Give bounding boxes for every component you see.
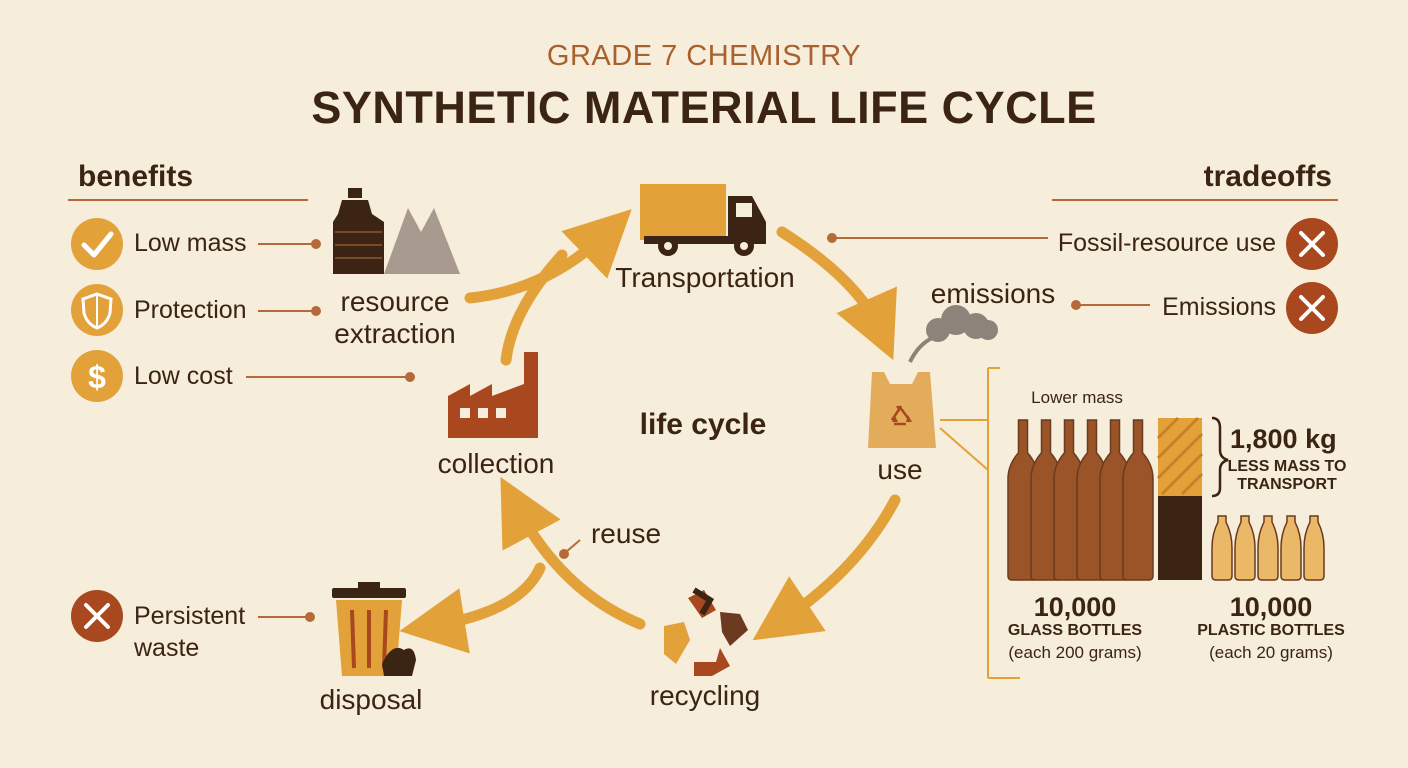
benefits-heading: benefits xyxy=(78,160,194,193)
page-title: SYNTHETIC MATERIAL LIFE CYCLE xyxy=(311,82,1097,133)
tradeoff-fossil-resource-use: Fossil-resource use xyxy=(1057,229,1276,257)
tradeoff-persistent-waste-line1: Persistent xyxy=(134,602,246,630)
svg-text:$: $ xyxy=(88,359,106,395)
reuse-label: reuse xyxy=(590,518,662,549)
page-subtitle: GRADE 7 CHEMISTRY xyxy=(546,40,862,72)
glass-bottle xyxy=(1122,419,1154,581)
tradeoff-emissions: Emissions xyxy=(1162,293,1276,321)
stage-resource-extraction-line2: extraction xyxy=(334,318,456,349)
glass-count: 10,000 xyxy=(1033,592,1117,622)
glass-bottles-note: (each 200 grams) xyxy=(1008,643,1142,662)
plastic-bottle xyxy=(1211,515,1233,581)
plastic-bottle xyxy=(1303,515,1325,581)
checkmark-icon xyxy=(71,218,123,270)
oil-barrel-icon xyxy=(333,188,384,274)
dollar-icon: $ xyxy=(71,350,123,402)
stage-transportation: Transportation xyxy=(615,262,795,293)
glass-bottles-icon xyxy=(1007,419,1154,581)
stage-collection: collection xyxy=(437,448,555,479)
emissions-label: emissions xyxy=(930,278,1056,309)
shield-icon xyxy=(71,284,123,336)
mass-bars xyxy=(1156,416,1204,580)
mass-difference-caption-line2: TRANSPORT xyxy=(1237,476,1337,493)
shopping-bag-icon xyxy=(868,372,936,448)
connector-lines xyxy=(246,233,1150,622)
brace-icon xyxy=(1211,416,1229,498)
factory-icon xyxy=(448,352,538,438)
recycle-icon xyxy=(664,587,748,676)
plastic-bottles-note: (each 20 grams) xyxy=(1209,643,1333,662)
truck-icon xyxy=(640,184,766,256)
plastic-bottles-label: PLASTIC BOTTLES xyxy=(1197,622,1345,639)
plastic-bottle xyxy=(1234,515,1256,581)
glass-bottles-label: GLASS BOTTLES xyxy=(1007,622,1143,639)
plastic-bottle xyxy=(1257,515,1279,581)
lower-mass-label: Lower mass xyxy=(1031,388,1123,407)
mass-difference-caption-line1: LESS MASS TO xyxy=(1227,458,1347,475)
benefit-protection: Protection xyxy=(134,296,247,324)
plastic-bottle xyxy=(1280,515,1302,581)
stage-use: use xyxy=(877,454,923,485)
stage-recycling: recycling xyxy=(649,680,761,711)
x-icon xyxy=(71,590,123,642)
benefit-low-mass: Low mass xyxy=(134,229,247,257)
cycle-center-label: life cycle xyxy=(639,408,767,441)
cycle-arrows xyxy=(399,209,901,654)
tradeoffs-heading: tradeoffs xyxy=(1203,160,1332,193)
stage-resource-extraction-line1: resource xyxy=(340,286,450,317)
tradeoff-persistent-waste-line2: waste xyxy=(134,634,200,662)
plastic-bottles-icon xyxy=(1211,515,1325,581)
mountain-icon xyxy=(384,208,460,274)
mass-difference-value: 1,800 kg xyxy=(1230,424,1337,454)
comparison-bracket xyxy=(939,367,1020,679)
x-icon xyxy=(1286,218,1338,270)
emission-cloud-icon xyxy=(908,305,998,363)
plastic-count: 10,000 xyxy=(1229,592,1313,622)
x-icon xyxy=(1286,282,1338,334)
benefit-low-cost: Low cost xyxy=(134,362,233,390)
stage-disposal: disposal xyxy=(319,684,423,715)
trash-can-icon xyxy=(332,582,416,676)
